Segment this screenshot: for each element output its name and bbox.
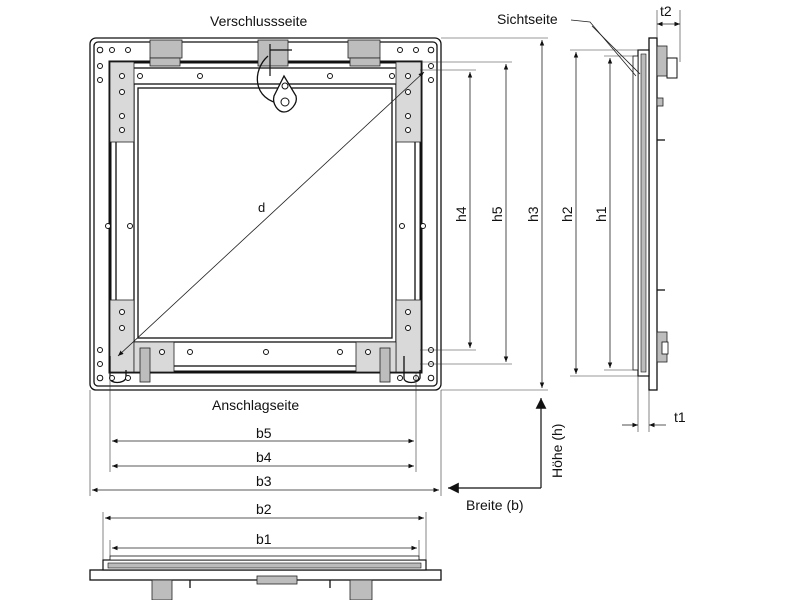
label-verschlussseite: Verschlussseite	[210, 13, 307, 29]
side-lock-bracket	[656, 45, 668, 77]
label-h5: h5	[489, 206, 505, 222]
label-breite: Breite (b)	[466, 497, 524, 513]
label-b2: b2	[256, 501, 272, 517]
height-dimensions-front: h4 h5 h3	[420, 37, 548, 391]
label-h2: h2	[559, 206, 575, 222]
side-view: Sichtseite h2 h1 t2 t1	[497, 3, 686, 432]
bottom-bracket	[349, 579, 373, 600]
front-view: d Verschlussseite	[89, 13, 442, 413]
label-t1: t1	[674, 409, 686, 425]
label-d: d	[258, 200, 265, 215]
bottom-bracket	[151, 579, 173, 600]
lock-mechanism	[256, 39, 297, 113]
label-hoehe: Höhe (h)	[549, 424, 565, 478]
bottom-lock	[256, 575, 298, 585]
top-hinge-tab	[149, 57, 181, 67]
label-b4: b4	[256, 449, 272, 465]
label-b5: b5	[256, 425, 272, 441]
width-dimensions-front: b5 b4 b3	[89, 372, 442, 496]
bottom-view: b2 b1	[89, 501, 442, 600]
sichtseite-leader	[570, 19, 637, 77]
label-h3: h3	[525, 206, 541, 222]
top-bracket	[347, 39, 381, 59]
label-b1: b1	[256, 531, 272, 547]
label-anschlagseite: Anschlagseite	[212, 397, 299, 413]
label-sichtseite: Sichtseite	[497, 11, 558, 27]
label-b3: b3	[256, 473, 272, 489]
top-bracket	[149, 39, 183, 59]
outer-frame	[89, 37, 442, 391]
label-t2: t2	[660, 3, 672, 19]
side-frame	[648, 37, 658, 391]
axis-indicator: Höhe (h) Breite (b)	[448, 398, 565, 513]
diagonal-dimension-line	[117, 71, 425, 357]
label-h4: h4	[453, 206, 469, 222]
label-h1: h1	[593, 206, 609, 222]
door-leaf-edge	[115, 67, 416, 367]
top-hinge-tab	[349, 57, 381, 67]
outer-frame-inner-edge	[93, 41, 438, 387]
door-leaf-outline	[108, 60, 423, 374]
